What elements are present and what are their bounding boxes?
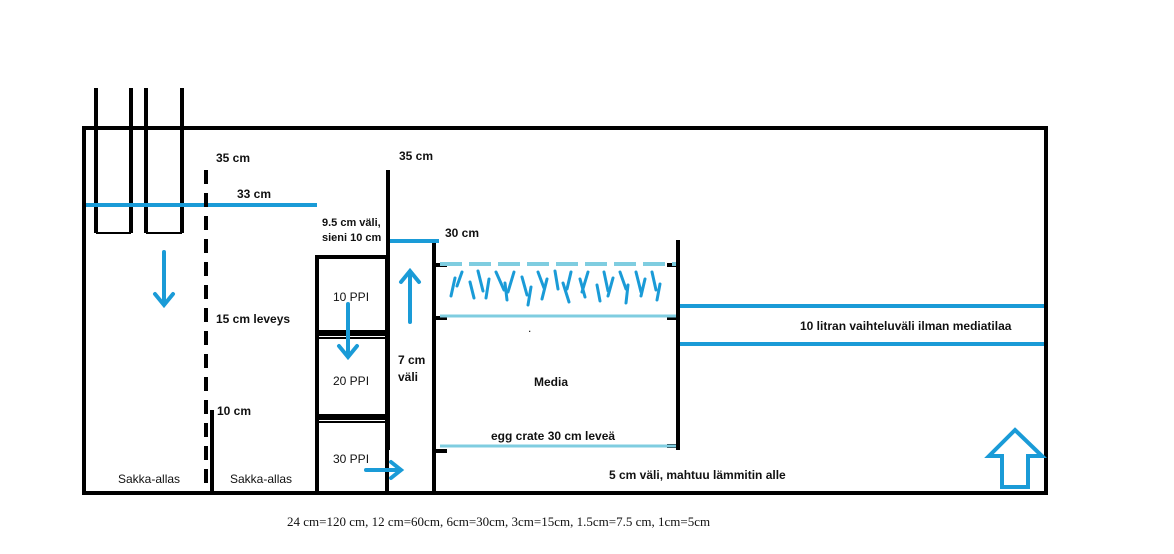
down-arrow-icon — [153, 250, 175, 309]
media-label: Media — [534, 375, 568, 389]
channel-label-line1: 7 cm — [398, 353, 425, 367]
return-up-arrow-icon — [984, 427, 1047, 489]
left-height-label: 35 cm — [216, 151, 250, 165]
footer-scale-note: 24 cm=120 cm, 12 cm=60cm, 6cm=30cm, 3cm=… — [287, 514, 710, 529]
bottom-gap-label: 5 cm väli, mahtuu lämmitin alle — [609, 468, 786, 482]
sponge-bottom-label: 30 PPI — [333, 452, 369, 466]
up-arrow-icon — [399, 267, 421, 324]
egg-crate-label: egg crate 30 cm leveä — [491, 429, 615, 443]
sump-1-label: Sakka-allas — [118, 472, 180, 486]
sponge-top-label: 10 PPI — [333, 290, 369, 304]
range-label: 10 litran vaihteluväli ilman mediatilaa — [800, 319, 1012, 333]
sump-2-label: Sakka-allas — [230, 472, 292, 486]
down-arrow-icon-2 — [337, 302, 359, 361]
media-dot: . — [528, 321, 531, 335]
sponge-gap-line2: sieni 10 cm — [322, 232, 382, 244]
divider-height-label: 35 cm — [399, 149, 433, 163]
channel-label-line2: väli — [398, 370, 418, 384]
overflow-pipes — [94, 88, 184, 234]
media-water-level-label: 30 cm — [445, 226, 479, 240]
bio-media-strands — [449, 269, 662, 307]
tank-outline — [82, 126, 1048, 495]
sponge-mid-label: 20 PPI — [333, 374, 369, 388]
sponge-gap-line1: 9.5 cm väli, — [322, 217, 381, 229]
baffle-width-label: 15 cm leveys — [216, 312, 290, 326]
water-width-label: 33 cm — [237, 187, 271, 201]
low-baffle-label: 10 cm — [217, 404, 251, 418]
right-arrow-icon — [364, 460, 405, 480]
